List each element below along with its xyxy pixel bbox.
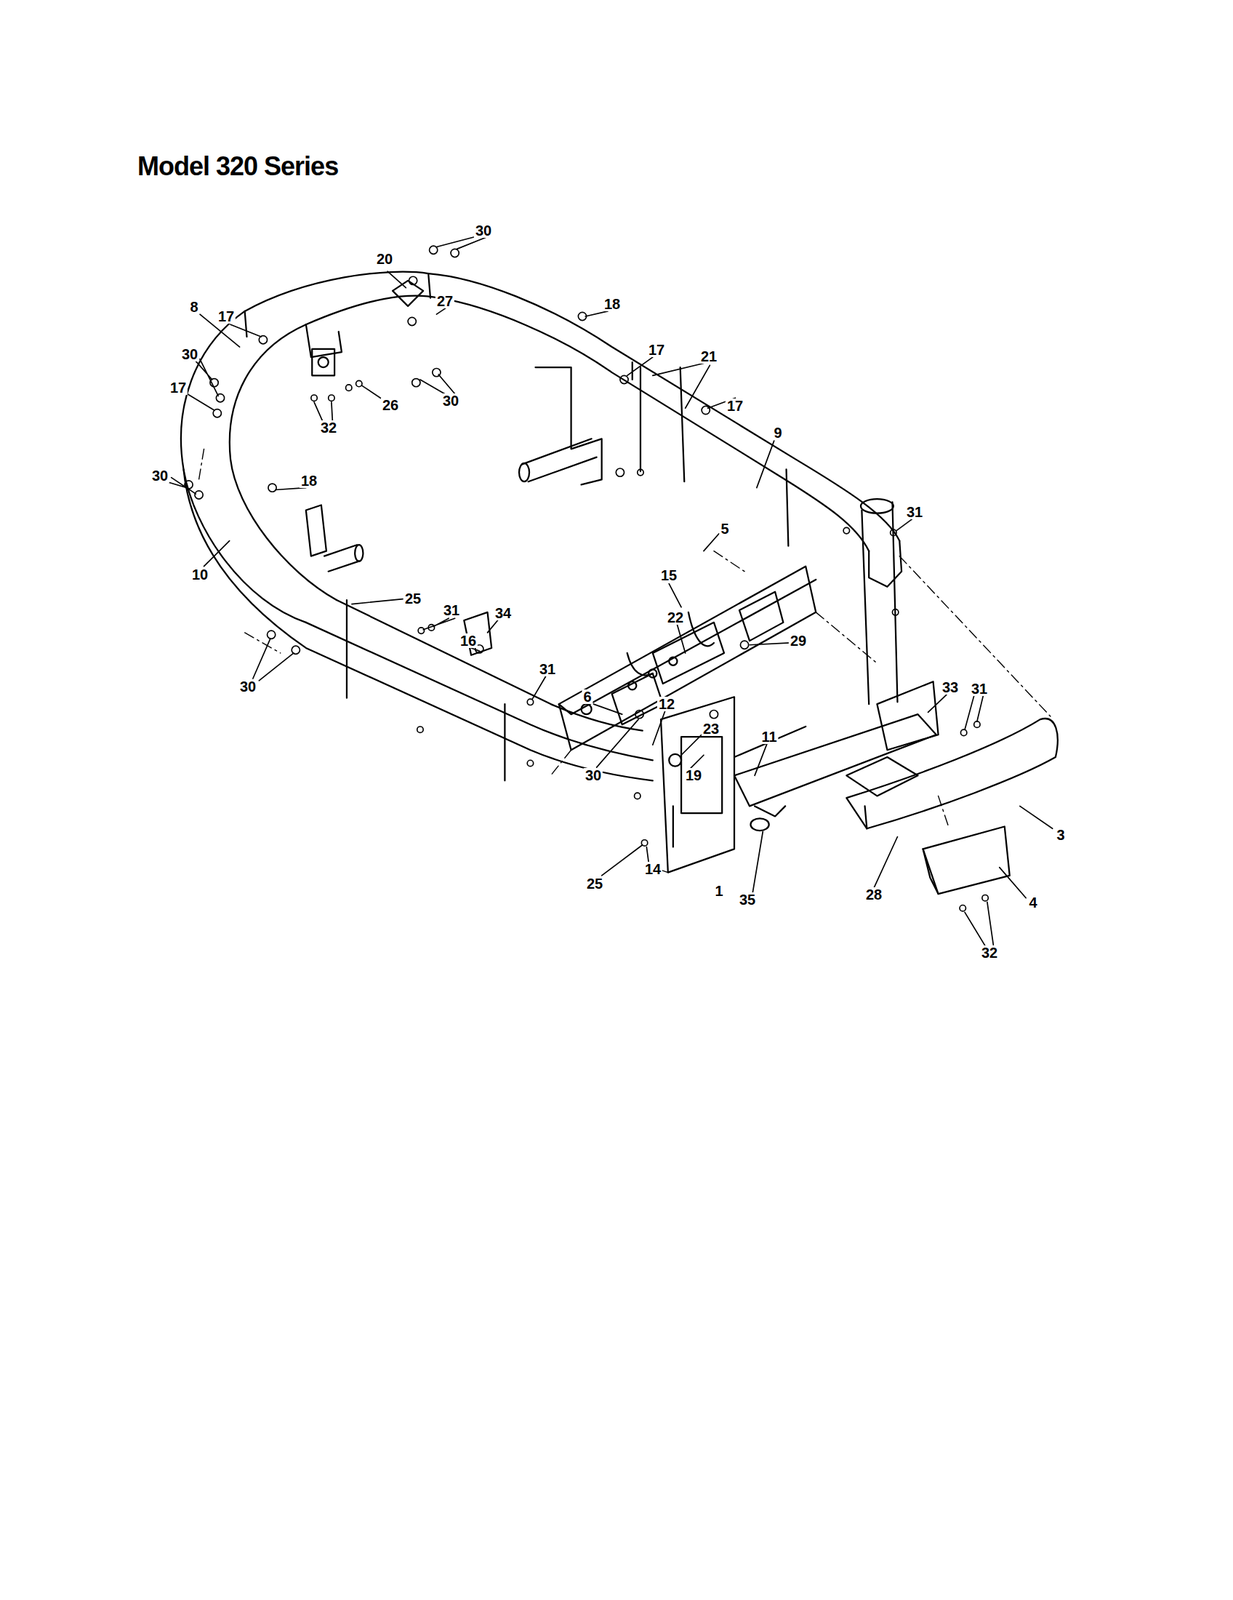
callout-number: 27	[435, 293, 455, 309]
callout-number: 20	[375, 251, 395, 267]
callout-number: 23	[701, 721, 721, 736]
callout-number: 10	[190, 567, 210, 582]
callout-number: 33	[940, 679, 960, 695]
callout-number: 31	[442, 602, 461, 618]
callout-number: 22	[665, 609, 685, 625]
callout-number: 4	[1027, 894, 1039, 910]
callout-number: 31	[905, 504, 925, 520]
callout-number: 9	[772, 425, 783, 440]
callout-number: 17	[647, 342, 666, 357]
callout-number: 31	[969, 681, 989, 696]
callout-number: 30	[474, 223, 493, 238]
callout-number: 17	[168, 380, 188, 395]
callout-number: 30	[441, 393, 461, 408]
callout-number: 3	[1054, 827, 1066, 842]
callout-number: 32	[980, 945, 999, 960]
callout-number: 29	[788, 633, 808, 648]
callout-number: 35	[737, 892, 757, 907]
callout-number: 30	[583, 767, 603, 783]
callout-number: 18	[602, 296, 622, 312]
callout-number: 26	[380, 397, 400, 413]
callout-number: 5	[719, 521, 730, 536]
callout-number: 30	[150, 468, 170, 483]
callout-number: 30	[180, 346, 200, 362]
diagram-title: Model 320 Series	[137, 151, 339, 182]
callout-number: 6	[581, 689, 593, 704]
callout-number: 21	[699, 348, 719, 364]
callout-number: 11	[759, 729, 778, 744]
callout-number: 30	[238, 679, 258, 694]
callout-number: 28	[864, 886, 884, 902]
callout-number: 32	[319, 420, 339, 435]
callout-number: 17	[725, 398, 745, 413]
callout-number: 25	[585, 876, 605, 891]
callout-number: 19	[684, 767, 704, 783]
callout-number: 14	[643, 861, 663, 877]
callout-number: 18	[299, 473, 319, 488]
callout-number: 1	[713, 883, 725, 898]
callout-number: 31	[537, 661, 557, 677]
callout-number: 34	[493, 605, 513, 621]
callout-number: 17	[216, 308, 236, 324]
callout-number: 12	[657, 696, 677, 712]
callout-number: 15	[659, 567, 679, 583]
callout-number: 8	[188, 299, 200, 315]
callout-number: 25	[403, 591, 423, 606]
callout-number: 16	[458, 633, 478, 648]
